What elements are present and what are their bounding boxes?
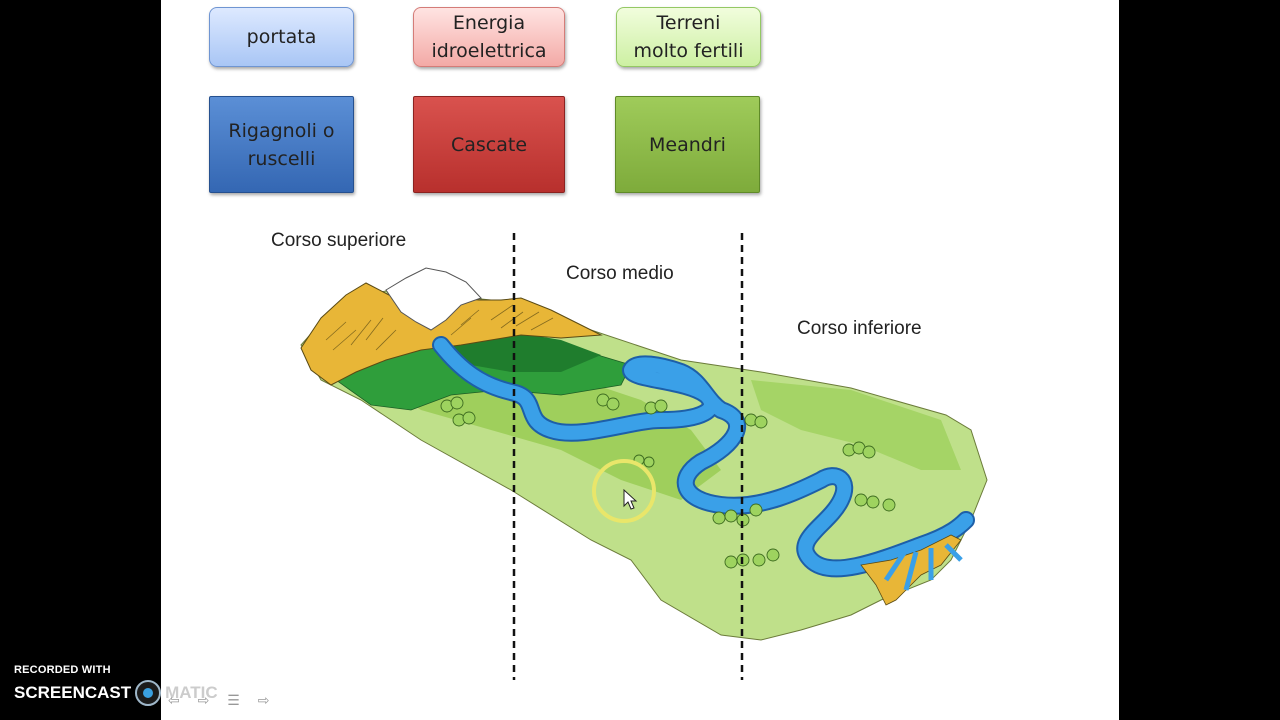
tile-rigagnoli[interactable]: Rigagnoli o ruscelli — [209, 96, 354, 193]
tile-rigagnoli-label: Rigagnoli o ruscelli — [228, 119, 335, 170]
cursor-highlight-ring — [592, 459, 656, 523]
tile-portata-label: portata — [246, 26, 317, 48]
tile-meandri[interactable]: Meandri — [615, 96, 760, 193]
river-delta — [860, 534, 963, 606]
watermark-recorded-with: RECORDED WITH — [14, 664, 111, 676]
mountain-snow-cap — [385, 267, 482, 331]
tile-terreni-fertili[interactable]: Terreni molto fertili — [616, 7, 761, 67]
next-arrow-icon[interactable]: ⇨ — [257, 692, 270, 708]
screencast-watermark: RECORDED WITH SCREENCAST MATIC — [14, 664, 218, 706]
mouse-cursor-icon — [623, 488, 638, 510]
label-corso-superiore: Corso superiore — [271, 230, 407, 251]
mountain-hatching — [325, 304, 554, 351]
tile-portata[interactable]: portata — [209, 7, 354, 67]
slide-menu-icon[interactable]: ☰ — [227, 692, 240, 708]
tile-energia-label: Energia idroelettrica — [431, 12, 547, 62]
back-arrow-icon[interactable]: ⇦ — [168, 692, 180, 708]
forward-arrow-icon[interactable]: ⇨ — [197, 692, 210, 708]
tile-terreni-label: Terreni molto fertili — [633, 12, 744, 62]
record-dot-icon — [135, 680, 162, 706]
tree-clumps — [440, 393, 896, 569]
tile-cascate[interactable]: Cascate — [413, 96, 565, 193]
label-corso-medio: Corso medio — [566, 263, 674, 284]
river-course-illustration — [300, 233, 988, 680]
watermark-brand-b: MATIC — [165, 683, 218, 702]
tile-energia-idroelettrica[interactable]: Energia idroelettrica — [413, 7, 565, 67]
mountains-yellow — [300, 281, 603, 386]
slide-canvas: portata Energia idroelettrica Terreni mo… — [161, 0, 1119, 720]
label-corso-inferiore: Corso inferiore — [797, 318, 922, 339]
slideshow-nav: ⇦ ⇨ ☰ ⇨ — [168, 692, 269, 709]
tile-cascate-label: Cascate — [450, 133, 528, 156]
watermark-brand-a: SCREENCAST — [14, 683, 132, 702]
plain-right-green — [751, 380, 961, 470]
tile-meandri-label: Meandri — [649, 133, 726, 156]
